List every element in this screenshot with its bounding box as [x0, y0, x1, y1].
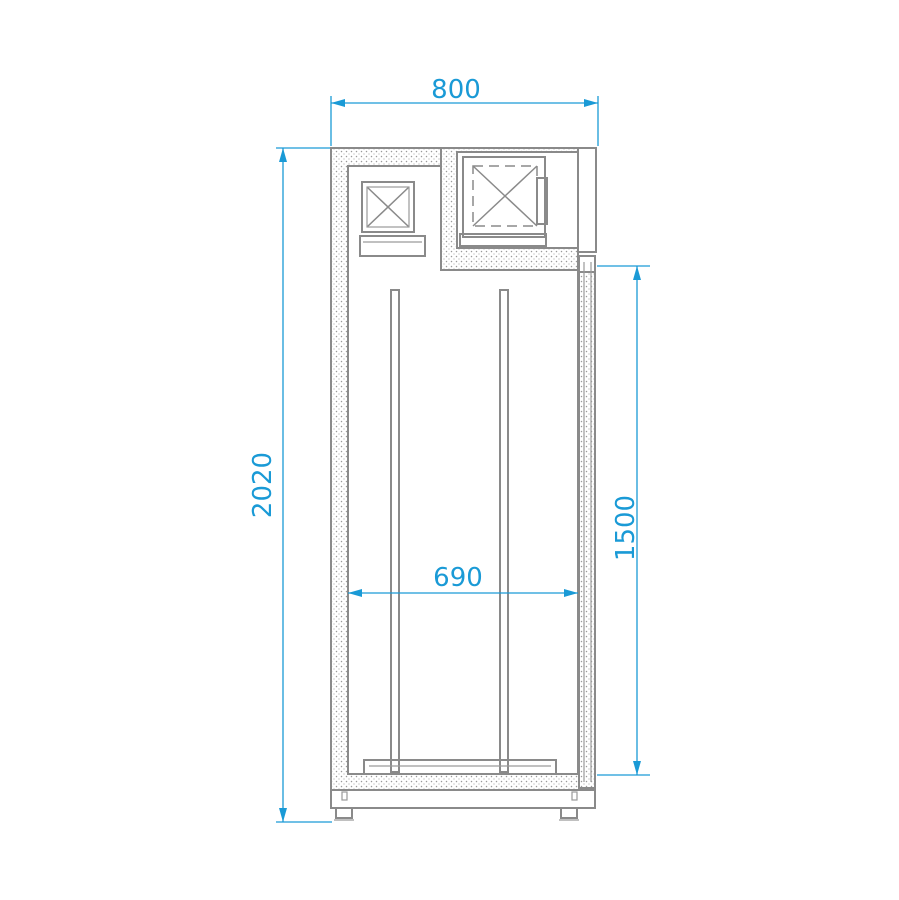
insulation-shell	[330, 147, 596, 791]
dimension-690: 690	[348, 563, 578, 597]
door-edge	[578, 255, 596, 789]
foot-right	[560, 807, 578, 819]
condensing-unit	[459, 156, 548, 247]
rail-right	[499, 289, 509, 773]
dimension-800: 800	[330, 75, 599, 146]
base	[330, 789, 596, 821]
dimension-label-1500: 1500	[611, 495, 641, 561]
bottom-rack	[363, 759, 557, 775]
dimension-label-690: 690	[433, 563, 483, 593]
evaporator-unit	[359, 181, 426, 257]
dimension-label-2020: 2020	[248, 452, 278, 518]
dimension-2020: 2020	[248, 147, 332, 823]
rail-left	[390, 289, 400, 773]
foot-left	[335, 807, 353, 819]
dimension-label-800: 800	[431, 75, 481, 105]
base-plinth	[330, 789, 596, 809]
dimension-1500: 1500	[597, 265, 650, 776]
hanging-rails	[363, 289, 557, 775]
rear-panel	[577, 147, 597, 253]
cabinet-body	[330, 147, 597, 791]
